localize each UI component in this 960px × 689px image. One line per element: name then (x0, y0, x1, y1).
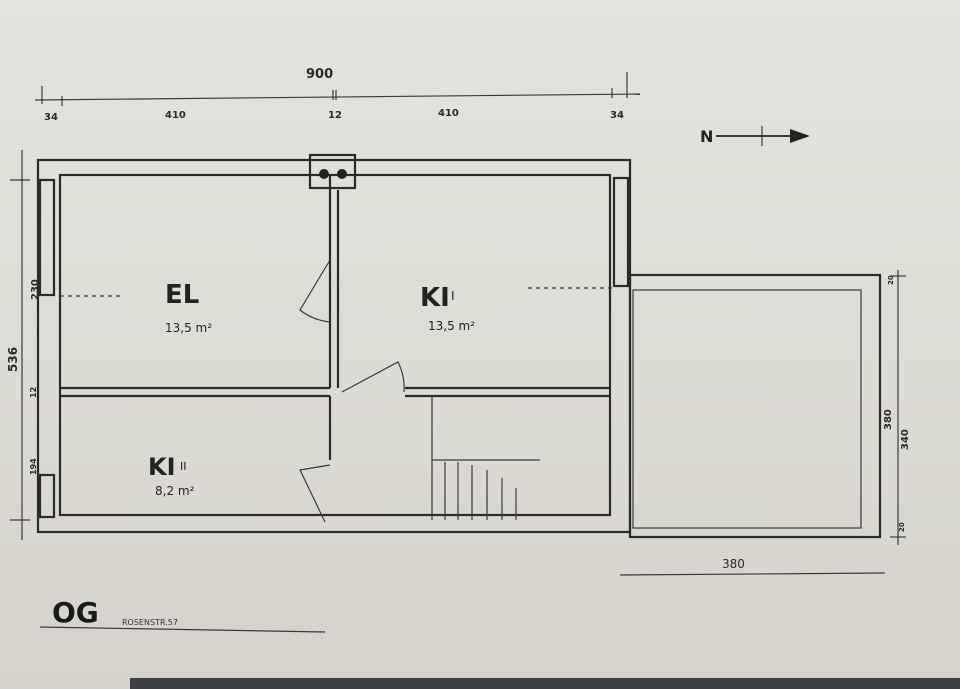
room-el: EL 13,5 m² (165, 280, 212, 335)
top-dimension: 900 34 410 12 410 34 (34, 67, 641, 123)
left-dimension: 230 536 12 194 (6, 150, 41, 540)
room-name: EL (165, 280, 199, 310)
dim-total-width: 900 (306, 67, 333, 82)
dim-upper-height: 230 (30, 279, 41, 300)
room-suffix: I (451, 289, 455, 303)
room-area: 13,5 m² (165, 321, 212, 335)
dim-mid-wall-left: 12 (29, 387, 38, 398)
room-suffix: II (180, 460, 187, 473)
address-label: ROSENSTR.57 (122, 618, 178, 627)
north-label: N (700, 127, 713, 146)
room-ki-1: KI I 13,5 m² (420, 283, 475, 333)
dim-balcony-inner: 340 (900, 429, 911, 450)
dim-top-wall-right: 20 (887, 275, 895, 285)
dim-right-wall: 34 (610, 110, 624, 121)
dim-left-room: 410 (165, 110, 186, 121)
dim-bottom-wall-right: 20 (898, 522, 906, 532)
room-name: KI (420, 283, 450, 313)
north-arrow-icon: N (700, 126, 810, 146)
room-area: 13,5 m² (428, 319, 475, 333)
title-block: OG ROSENSTR.57 (39, 596, 326, 633)
dim-mid-wall: 12 (328, 110, 342, 121)
dim-left-wall: 34 (44, 112, 58, 123)
dim-total-depth: 536 (6, 347, 20, 372)
walls (36, 153, 632, 534)
room-name: KI (148, 453, 176, 481)
floor-label: OG (52, 596, 99, 629)
balcony: 20 380 340 20 380 (619, 270, 911, 576)
room-ki-2: KI II 8,2 m² (148, 453, 195, 498)
screen-bezel (130, 678, 960, 689)
dim-balcony-width: 380 (722, 557, 745, 571)
dim-balcony-outer: 380 (883, 409, 894, 430)
dim-right-room: 410 (438, 108, 459, 119)
room-area: 8,2 m² (155, 484, 195, 498)
dim-lower-height: 194 (29, 458, 38, 475)
